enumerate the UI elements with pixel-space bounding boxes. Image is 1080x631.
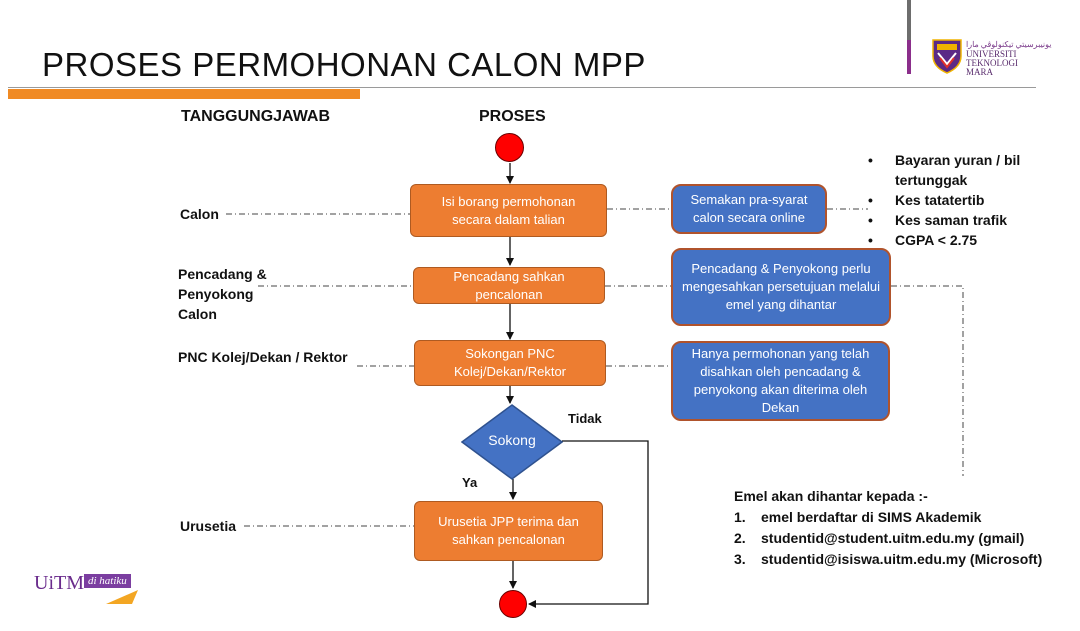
email-item: 3.studentid@isiswa.uitm.edu.my (Microsof… <box>734 551 1043 567</box>
decision-no-label: Tidak <box>568 411 602 426</box>
email-item: 2.studentid@student.uitm.edu.my (gmail) <box>734 530 1025 546</box>
role-urusetia: Urusetia <box>180 518 237 534</box>
process-step-apply-label: Isi borang permohonan secara dalam talia… <box>441 193 576 227</box>
start-node <box>495 133 524 162</box>
end-node <box>499 590 527 618</box>
slide-title: PROSES PERMOHONAN CALON MPP <box>42 46 646 83</box>
arrow-decision-no-to-end <box>528 440 649 608</box>
process-step-support: Sokongan PNC Kolej/Dekan/Rektor <box>414 340 606 386</box>
email-heading: Emel akan dihantar kepada :- <box>734 488 928 504</box>
uitm-crest-icon <box>932 39 962 74</box>
swoosh-icon <box>106 590 138 604</box>
email-recipients: Emel akan dihantar kepada :- 1.emel berd… <box>734 486 1042 570</box>
university-name-line2: TEKNOLOGI <box>966 58 1018 68</box>
requirements-list: Bayaran yuran / bil tertunggak Kes tatat… <box>868 150 1045 250</box>
process-step-nominator-label: Pencadang sahkan pencalonan <box>453 268 565 302</box>
role-pencadang-line3: Calon <box>178 306 217 322</box>
role-calon: Calon <box>180 206 219 222</box>
header-rule <box>8 87 1036 88</box>
university-name-line3: MARA <box>966 67 994 77</box>
role-pencadang: Pencadang & Penyokong Calon <box>178 264 267 324</box>
note-dean-acceptance: Hanya permohonan yang telah disahkan ole… <box>671 341 890 421</box>
uitm-di-hatiku-logo: UiTM di hatiku <box>34 572 138 606</box>
email-item: 1.emel berdaftar di SIMS Akademik <box>734 509 982 525</box>
header-accent-bar <box>8 89 360 99</box>
header-divider-accent <box>907 40 911 74</box>
uitm-logo-tagline: di hatiku <box>84 574 131 588</box>
note-nominator-text: Pencadang & Penyokong perlu mengesahkan … <box>681 261 880 312</box>
note-nominator-email: Pencadang & Penyokong perlu mengesahkan … <box>671 248 891 326</box>
requirement-item: Bayaran yuran / bil tertunggak <box>868 150 1045 190</box>
header-divider <box>907 0 911 74</box>
column-header-responsibility: TANGGUNGJAWAB <box>181 108 331 125</box>
role-pnc: PNC Kolej/Dekan / Rektor <box>178 349 348 365</box>
process-step-apply: Isi borang permohonan secara dalam talia… <box>410 184 607 237</box>
process-step-nominator-confirm: Pencadang sahkan pencalonan <box>413 267 605 304</box>
requirement-item: Kes saman trafik <box>868 210 1045 230</box>
process-step-secretariat: Urusetia JPP terima dan sahkan pencalona… <box>414 501 603 561</box>
decision-yes-label: Ya <box>462 475 478 490</box>
decision-label: Sokong <box>488 432 536 448</box>
connector-note2-email <box>891 285 964 476</box>
decision-diamond <box>461 404 563 480</box>
university-name-line1: UNIVERSITI <box>966 49 1017 59</box>
uitm-logo-text: UiTM <box>34 572 84 594</box>
role-pencadang-line1: Pencadang & <box>178 266 267 282</box>
university-name: ﯾﻮﻧﯿﺒﺮﺳﯿﺘﻲ ﺗﻴﻜﻨﻮﻟﻮﭬﻲ مارا UNIVERSITI TEK… <box>966 40 1052 77</box>
requirement-item: Kes tatatertib <box>868 190 1045 210</box>
process-step-secretariat-label: Urusetia JPP terima dan sahkan pencalona… <box>438 514 579 547</box>
role-pencadang-line2: Penyokong <box>178 286 254 302</box>
column-header-process: PROSES <box>479 108 546 125</box>
note-prerequisite-text: Semakan pra-syarat calon secara online <box>690 192 808 225</box>
note-dean-text: Hanya permohonan yang telah disahkan ole… <box>691 346 870 415</box>
university-jawi-text: ﯾﻮﻧﯿﺒﺮﺳﯿﺘﻲ ﺗﻴﻜﻨﻮﻟﻮﭬﻲ مارا <box>966 40 1052 49</box>
note-prerequisite-check: Semakan pra-syarat calon secara online <box>671 184 827 234</box>
requirement-item: CGPA < 2.75 <box>868 230 1045 250</box>
process-step-support-label: Sokongan PNC Kolej/Dekan/Rektor <box>454 346 566 379</box>
